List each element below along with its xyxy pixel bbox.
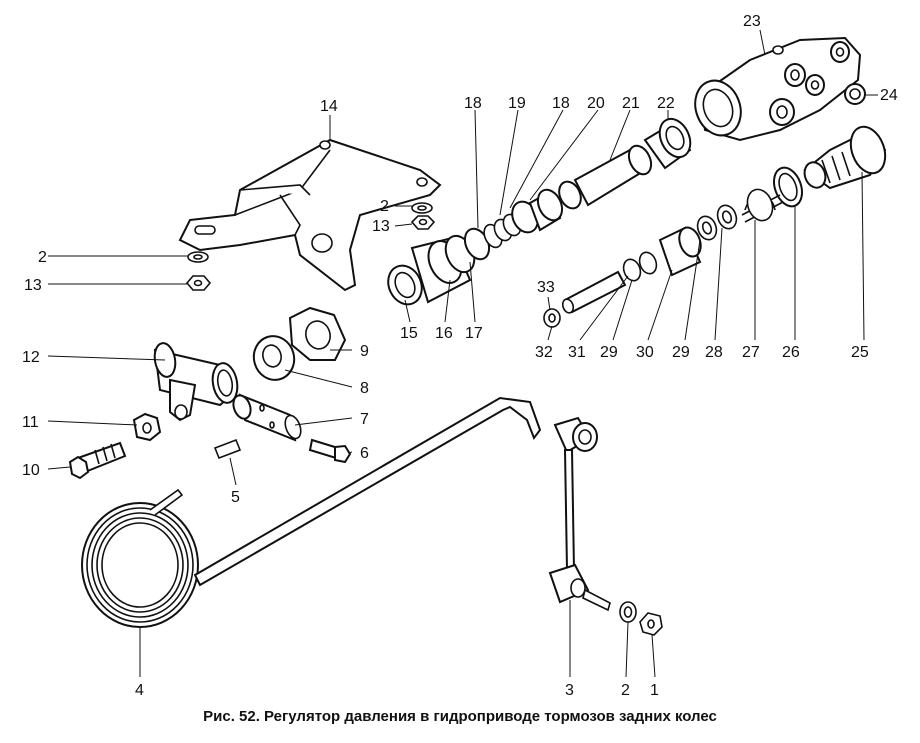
nut-part (639, 612, 663, 636)
label-16: 16 (435, 325, 453, 342)
flat-washer-part (252, 335, 296, 381)
label-28: 28 (705, 344, 723, 361)
label-7: 7 (360, 411, 369, 428)
nut-part (185, 275, 212, 291)
label-13: 13 (24, 277, 42, 294)
label-15: 15 (400, 325, 418, 342)
clamp-bolt-part (308, 438, 352, 464)
label-18: 18 (464, 95, 482, 112)
torsion-rod-part (81, 396, 542, 628)
label-27: 27 (742, 344, 760, 361)
label-32: 32 (535, 344, 553, 361)
label-2: 2 (621, 682, 630, 699)
label-23: 23 (743, 13, 761, 30)
label-18: 18 (552, 95, 570, 112)
bracket-part (178, 138, 442, 292)
label-20: 20 (587, 95, 605, 112)
figure-caption: Рис. 52. Регулятор давления в гидроприво… (203, 708, 717, 725)
spring-part (741, 188, 784, 223)
nut-part (410, 215, 436, 230)
label-3: 3 (565, 682, 574, 699)
threaded-plug-part (803, 125, 887, 190)
seal-set-part (543, 204, 738, 328)
washer-part (619, 601, 637, 623)
label-21: 21 (622, 95, 640, 112)
label-13: 13 (372, 218, 390, 235)
label-1: 1 (650, 682, 659, 699)
washer-part (411, 202, 433, 214)
pin-part (213, 438, 242, 460)
sleeve-part (232, 393, 302, 442)
lock-nut-part (132, 412, 162, 442)
label-4: 4 (135, 682, 144, 699)
adjust-bolt-part (68, 441, 127, 480)
label-24: 24 (880, 87, 898, 104)
washer-part (187, 251, 209, 263)
label-17: 17 (465, 325, 483, 342)
label-6: 6 (360, 445, 369, 462)
label-29: 29 (600, 344, 618, 361)
label-9: 9 (360, 343, 369, 360)
label-14: 14 (320, 98, 338, 115)
label-26: 26 (782, 344, 800, 361)
label-5: 5 (231, 489, 240, 506)
label-8: 8 (360, 380, 369, 397)
label-2: 2 (38, 249, 47, 266)
label-2: 2 (380, 198, 389, 215)
label-10: 10 (22, 462, 40, 479)
piston-assembly-part (387, 117, 692, 306)
label-22: 22 (657, 95, 675, 112)
plug-part (844, 83, 866, 105)
label-19: 19 (508, 95, 526, 112)
label-11: 11 (22, 414, 39, 431)
label-12: 12 (22, 349, 40, 366)
label-31: 31 (568, 344, 586, 361)
leader-lines (47, 29, 878, 678)
label-29: 29 (672, 344, 690, 361)
label-33: 33 (537, 279, 555, 296)
part-number-labels: 14 2 13 2 13 15 16 17 18 19 18 20 21 22 … (22, 13, 898, 699)
o-ring-part (772, 166, 804, 208)
link-rod-part (548, 416, 611, 612)
lever-part (153, 342, 239, 422)
regulator-body-part (694, 36, 862, 142)
label-30: 30 (636, 344, 654, 361)
hex-nut-part (288, 306, 347, 361)
label-25: 25 (851, 344, 869, 361)
